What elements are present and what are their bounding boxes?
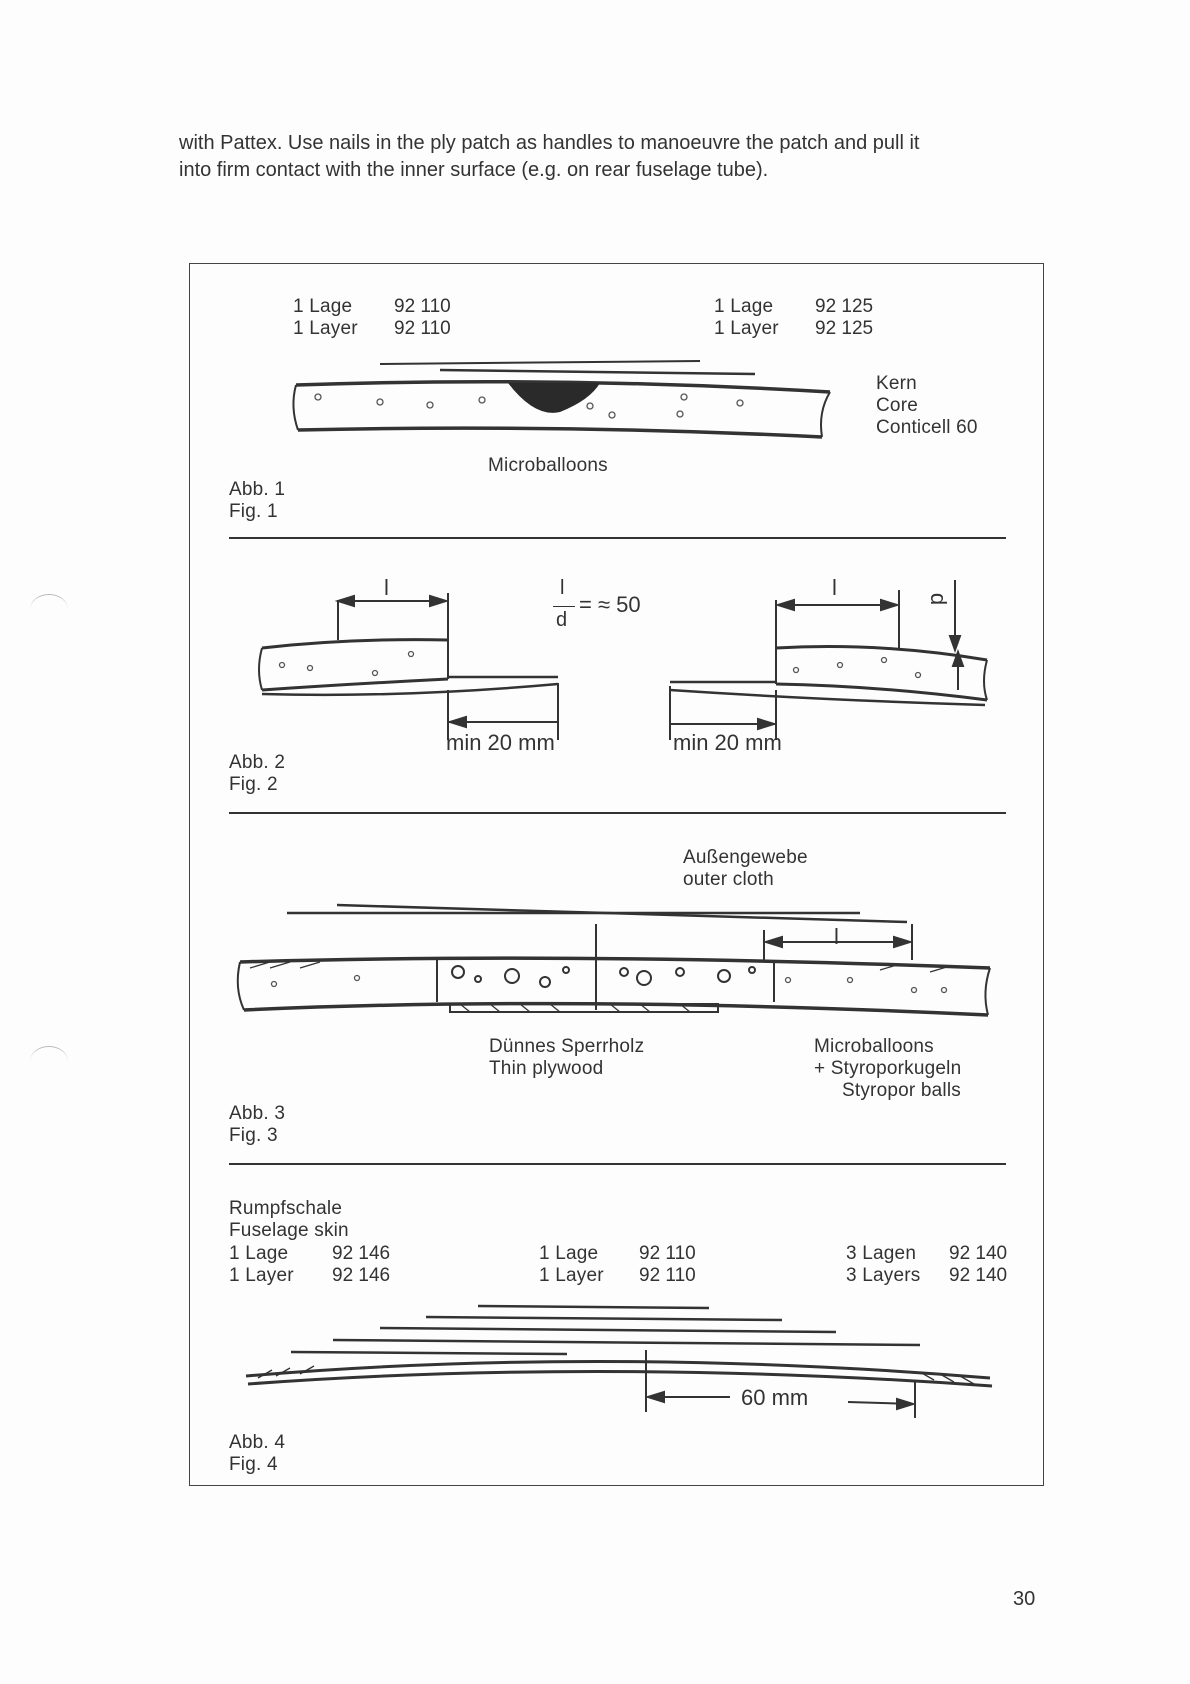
fig3-microballoons-label: Microballoons + Styroporkugeln Styropor … <box>814 1036 962 1101</box>
fig1-core-label: Kern Core Conticell 60 <box>876 373 978 438</box>
fig3-caption: Abb. 3 Fig. 3 <box>229 1103 286 1146</box>
intro-paragraph: with Pattex. Use nails in the ply patch … <box>179 130 1039 184</box>
fig2-length-left: l <box>384 575 389 600</box>
punch-hole-top <box>30 594 68 625</box>
divider-fig3-fig4 <box>229 1163 1006 1165</box>
fig2-ratio-denominator: d <box>556 609 568 631</box>
intro-line-1: with Pattex. Use nails in the ply patch … <box>179 132 920 154</box>
fig2-ratio-bar <box>553 606 575 607</box>
fig1-caption: Abb. 1 Fig. 1 <box>229 479 286 522</box>
fig3-outer-cloth-label: Außengewebe outer cloth <box>683 847 808 890</box>
fig2-ratio-value: = ≈ 50 <box>579 592 641 617</box>
fig4-mid-layer-label: 1 Lage 1 Layer <box>539 1243 604 1286</box>
fig4-skin-label: Rumpfschale Fuselage skin <box>229 1198 349 1241</box>
fig1-left-layer-label: 1 Lage 1 Layer <box>293 296 358 339</box>
fig1-left-layer-code: 92 110 92 110 <box>394 296 451 339</box>
fig4-skin-layer-label: 1 Lage 1 Layer <box>229 1243 294 1286</box>
page-number: 30 <box>1013 1588 1036 1610</box>
divider-fig2-fig3 <box>229 812 1006 814</box>
fig2-length-right: l <box>832 575 837 600</box>
fig3-length-label: l <box>834 924 839 949</box>
divider-fig1-fig2 <box>229 537 1006 539</box>
fig2-min-right: min 20 mm <box>673 730 782 755</box>
fig2-min-left: min 20 mm <box>446 730 555 755</box>
fig1-right-layer-code: 92 125 92 125 <box>815 296 874 339</box>
punch-hole-bottom <box>30 1046 68 1077</box>
fig1-filler-label: Microballoons <box>488 455 608 476</box>
fig3-plywood-label: Dünnes Sperrholz Thin plywood <box>489 1036 645 1079</box>
fig4-overlap-dimension: 60 mm <box>741 1385 809 1410</box>
fig4-mid-layer-code: 92 110 92 110 <box>639 1243 696 1286</box>
figure-frame <box>189 263 1044 1486</box>
fig1-right-layer-label: 1 Lage 1 Layer <box>714 296 779 339</box>
fig4-right-layer-code: 92 140 92 140 <box>949 1243 1008 1286</box>
fig2-ratio-numerator: l <box>560 577 565 599</box>
fig2-caption: Abb. 2 Fig. 2 <box>229 752 286 795</box>
intro-line-2: into firm contact with the inner surface… <box>179 159 769 181</box>
fig4-right-layer-label: 3 Lagen 3 Layers <box>846 1243 921 1286</box>
fig4-skin-layer-code: 92 146 92 146 <box>332 1243 391 1286</box>
fig4-caption: Abb. 4 Fig. 4 <box>229 1432 286 1475</box>
